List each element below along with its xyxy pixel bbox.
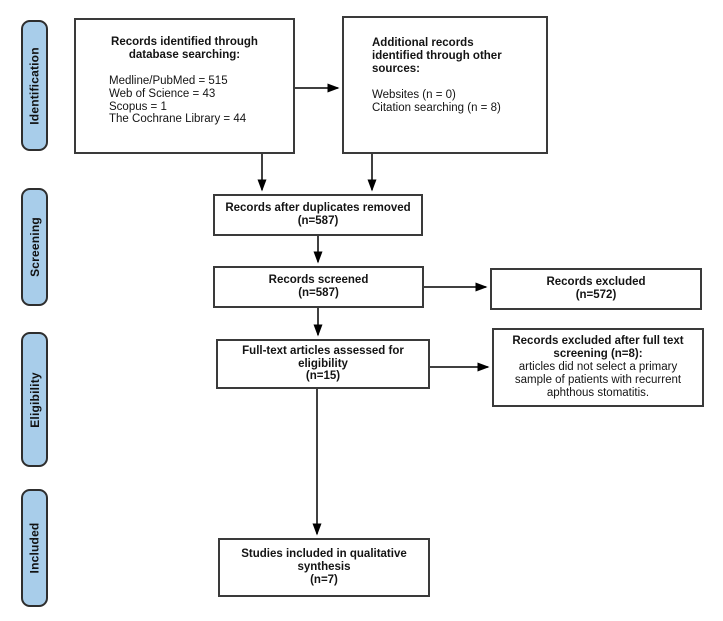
box-title: Additional records identified through ot… — [372, 37, 502, 75]
list-item: Citation searching (n = 8) — [372, 101, 501, 114]
stage-label-eligibility: Eligibility — [21, 332, 48, 467]
box-title: Records identified through database sear… — [111, 36, 258, 61]
box-records-excluded: Records excluded (n=572) — [490, 268, 702, 310]
box-studies-included: Studies included in qualitative synthesi… — [218, 538, 430, 597]
box-title: Studies included in qualitative synthesi… — [241, 548, 407, 586]
exclusion-reason-text: articles did not select a primary sample… — [514, 361, 682, 399]
box-title: Records excluded (n=572) — [546, 276, 646, 301]
other-source-list: Websites (n = 0) Citation searching (n =… — [372, 89, 538, 115]
list-item: Websites (n = 0) — [372, 88, 456, 101]
box-title: Records excluded after full text screeni… — [512, 335, 684, 361]
list-item: Web of Science = 43 — [109, 87, 216, 100]
box-title: Records after duplicates removed (n=587) — [225, 202, 411, 227]
stage-label-text: Eligibility — [27, 371, 42, 428]
stage-label-text: Screening — [27, 217, 42, 277]
database-source-list: Medline/PubMed = 515 Web of Science = 43… — [76, 75, 293, 127]
box-fulltext-assessed: Full-text articles assessed for eligibil… — [216, 339, 430, 389]
box-excluded-fulltext: Records excluded after full text screeni… — [492, 328, 704, 407]
list-item: The Cochrane Library = 44 — [109, 113, 247, 126]
box-title: Full-text articles assessed for eligibil… — [242, 344, 404, 383]
box-records-screened: Records screened (n=587) — [213, 266, 424, 308]
box-additional-records: Additional records identified through ot… — [342, 16, 548, 154]
stage-label-identification: Identification — [21, 20, 48, 151]
stage-label-screening: Screening — [21, 188, 48, 306]
stage-label-text: Identification — [27, 46, 42, 125]
stage-label-text: Included — [27, 522, 42, 574]
box-duplicates-removed: Records after duplicates removed (n=587) — [213, 194, 423, 236]
list-item: Medline/PubMed = 515 — [109, 74, 228, 87]
box-records-identified: Records identified through database sear… — [74, 18, 295, 154]
stage-label-included: Included — [21, 489, 48, 607]
box-title: Records screened (n=587) — [268, 274, 369, 299]
list-item: Scopus = 1 — [109, 100, 167, 113]
